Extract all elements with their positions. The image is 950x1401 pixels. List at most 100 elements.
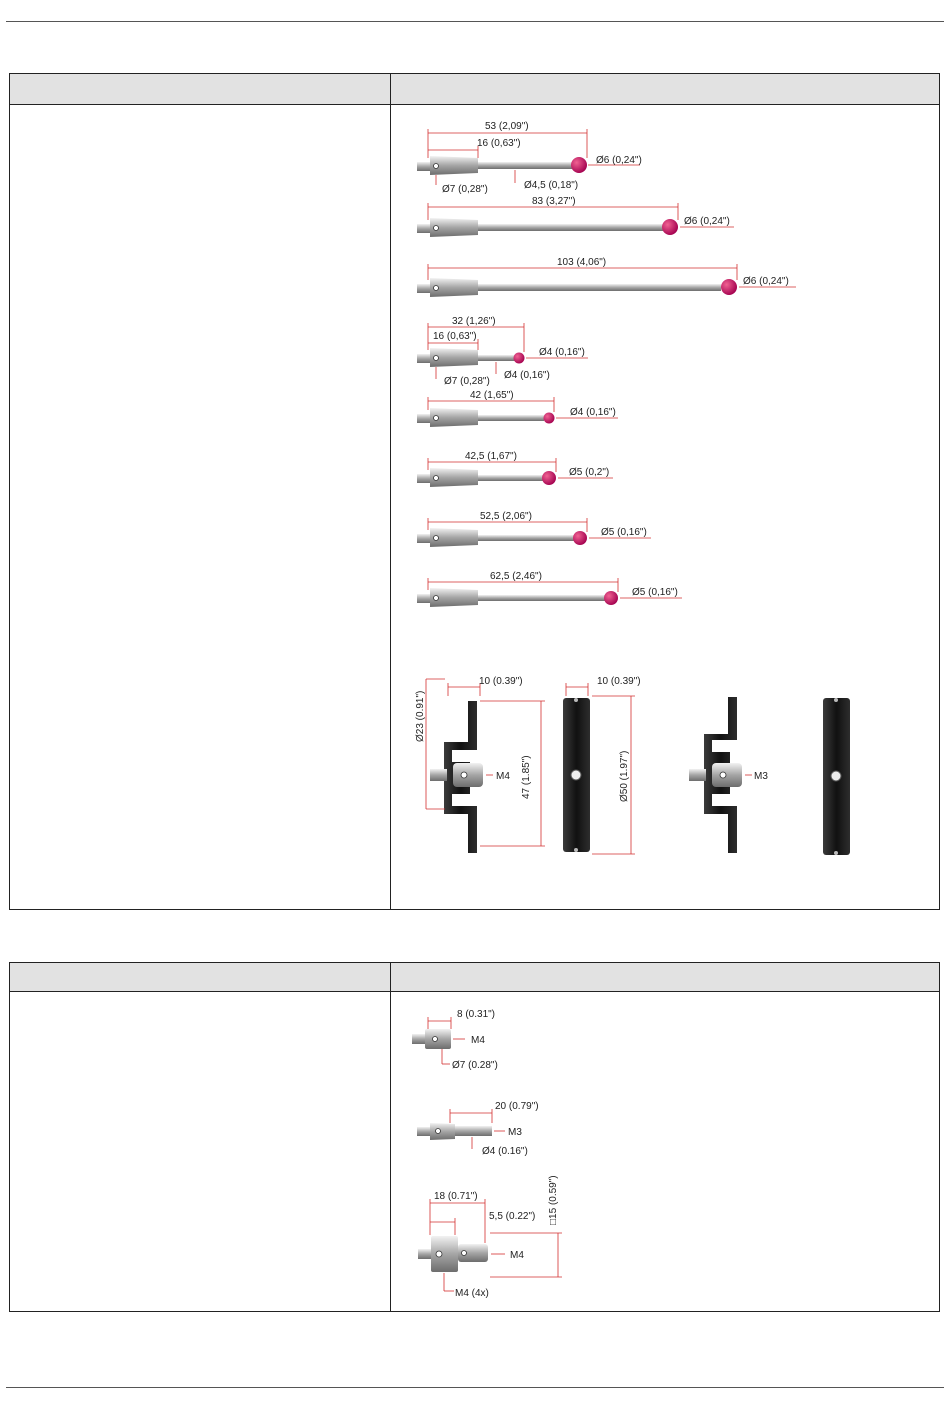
stylus-body <box>430 588 478 607</box>
stylus-hole <box>433 225 439 231</box>
stylus-body <box>430 156 478 175</box>
stylus-thread <box>417 534 430 543</box>
a3-square-label: □15 (0.59") <box>548 1175 559 1225</box>
stylus-thread <box>417 162 430 171</box>
length-label: 42,5 (1,67") <box>465 451 517 462</box>
stylus-hole <box>433 285 439 291</box>
stylus-thread <box>417 594 430 603</box>
star-holder-front-m3 <box>823 698 850 855</box>
column-divider <box>390 963 391 1311</box>
a3-length-label: 18 (0.71") <box>434 1191 478 1202</box>
ruby-ball <box>573 531 587 545</box>
stylus-stem <box>478 162 577 169</box>
stem-label: Ø4,5 (0,18") <box>524 180 578 191</box>
ruby-ball <box>721 279 737 295</box>
stylus-stem <box>478 224 668 231</box>
ball-label: Ø5 (0,2") <box>569 467 609 478</box>
column-divider <box>390 74 391 909</box>
shank-label: 16 (0,63") <box>477 138 521 149</box>
ruby-ball <box>543 412 555 424</box>
stylus-6: 42,5 (1,67") Ø5 (0,2") <box>417 451 613 487</box>
stylus-hole <box>433 535 439 541</box>
stylus-5: 42 (1,65") Ø4 (0,16") <box>417 390 618 427</box>
adapter-stem <box>455 1126 492 1136</box>
stylus-thread <box>417 414 430 423</box>
stylus-3: 103 (4,06") Ø6 (0,24") <box>417 257 796 297</box>
ruby-ball <box>571 157 587 173</box>
stylus-body <box>430 348 478 367</box>
stem-label: Ø4 (0,16") <box>504 370 550 381</box>
ball-label: Ø5 (0,16") <box>632 587 678 598</box>
width-label-1: 10 (0.39") <box>479 676 523 687</box>
bottom-rule <box>6 1387 944 1388</box>
table-header <box>10 963 939 992</box>
screw <box>834 851 838 855</box>
ruby-ball <box>604 591 618 605</box>
adapter-2: 20 (0.79") M3 Ø4 (0.16") <box>417 1101 539 1157</box>
a2-diam-label: Ø4 (0.16") <box>482 1146 528 1157</box>
adapter-3: 18 (0.71") 5,5 (0.22") □15 (0.59") M4 M4… <box>418 1175 562 1299</box>
stylus-hole <box>433 475 439 481</box>
a3-thread-label: M4 <box>510 1250 524 1261</box>
body-label: Ø7 (0,28") <box>444 376 490 387</box>
ball-label: Ø4 (0,16") <box>570 407 616 418</box>
stylus-hole <box>433 415 439 421</box>
stylus-hole <box>433 355 439 361</box>
stylus-stem <box>478 284 721 291</box>
stylus-4: 32 (1,26") 16 (0,63") Ø4 (0,16") Ø4 (0,1… <box>417 316 588 387</box>
star-holder-front-m4: 10 (0.39") Ø50 (1.97") <box>563 676 641 855</box>
holder-thread <box>430 769 447 781</box>
height47-label: 47 (1.85") <box>521 755 532 799</box>
thread-m4-label: M4 <box>496 771 510 782</box>
length-label: 52,5 (2,06") <box>480 511 532 522</box>
adapter-hole <box>435 1128 441 1134</box>
stylus-stem <box>478 415 544 421</box>
styli-table: 53 (2,09") 16 (0,63") Ø6 (0,24") Ø4,5 (0… <box>9 73 940 910</box>
diam23-label: Ø23 (0.91") <box>415 691 426 742</box>
screw <box>834 698 838 702</box>
ball-label: Ø5 (0,16") <box>601 527 647 538</box>
a2-thread-label: M3 <box>508 1127 522 1138</box>
length-label: 53 (2,09") <box>485 121 529 132</box>
stylus-thread <box>417 284 430 293</box>
ruby-ball <box>542 471 556 485</box>
star-holder-side-m3: M3 <box>689 697 768 853</box>
diam50-label: Ø50 (1.97") <box>619 751 630 802</box>
ball-label: Ø6 (0,24") <box>743 276 789 287</box>
stylus-body <box>430 528 478 547</box>
a3-offset-label: 5,5 (0.22") <box>489 1211 535 1222</box>
adapter-thread <box>412 1034 425 1044</box>
holder-center-hole <box>830 770 842 782</box>
holder-insert <box>712 763 742 787</box>
screw <box>574 848 578 852</box>
body-label: Ø7 (0,28") <box>442 184 488 195</box>
length-label: 103 (4,06") <box>557 257 606 268</box>
styli-figure: 53 (2,09") 16 (0,63") Ø6 (0,24") Ø4,5 (0… <box>415 121 850 855</box>
stylus-thread <box>417 354 430 363</box>
stylus-stem <box>478 355 516 361</box>
stylus-body <box>430 408 478 427</box>
ruby-ball <box>513 352 525 364</box>
a1-length-label: 8 (0.31") <box>457 1009 495 1020</box>
adapter-body <box>425 1029 451 1049</box>
stylus-2: 83 (3,27") Ø6 (0,24") <box>417 196 734 237</box>
stylus-stem <box>478 475 543 481</box>
ball-label: Ø6 (0,24") <box>596 155 642 166</box>
width-label-2: 10 (0.39") <box>597 676 641 687</box>
ball-label: Ø4 (0,16") <box>539 347 585 358</box>
ball-label: Ø6 (0,24") <box>684 216 730 227</box>
stylus-7: 52,5 (2,06") Ø5 (0,16") <box>417 511 651 547</box>
adapter-hole <box>432 1036 438 1042</box>
stylus-body <box>430 468 478 487</box>
top-rule <box>6 21 944 22</box>
adapter-hole <box>435 1250 443 1258</box>
thread-m3-label: M3 <box>754 771 768 782</box>
stylus-stem <box>478 535 574 541</box>
adapter-stem <box>458 1244 488 1262</box>
a2-length-label: 20 (0.79") <box>495 1101 539 1112</box>
adapter-body <box>430 1123 455 1140</box>
a3-side-label: M4 (4x) <box>455 1288 489 1299</box>
length-label: 42 (1,65") <box>470 390 514 401</box>
screw <box>574 698 578 702</box>
a1-diam-label: Ø7 (0.28") <box>452 1060 498 1071</box>
